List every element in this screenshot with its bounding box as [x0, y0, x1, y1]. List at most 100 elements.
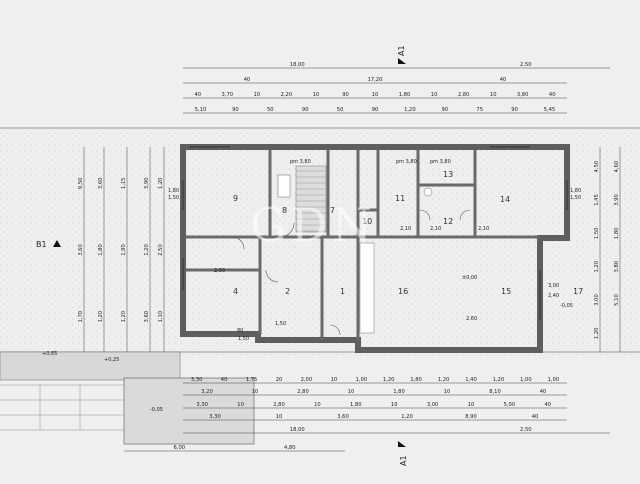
dim-bottom-row4-1: 10: [276, 414, 283, 420]
label-win2b: 1,50: [570, 195, 581, 201]
windows: [182, 146, 568, 320]
label-d7: 2,40: [548, 293, 559, 299]
watermark-logo: GDN: [250, 198, 376, 252]
level-patio: -0,05: [150, 407, 163, 413]
dim-bottom-row1-11: 1,20: [493, 377, 505, 383]
side-dimension-lines: [83, 147, 621, 352]
label-d3: 2,10: [478, 226, 489, 232]
dim-bottom-row2-1: 10: [252, 389, 259, 395]
dim-right-3: 3,90: [614, 194, 620, 206]
label-d8: 2,60: [466, 316, 477, 322]
label-win1: 1,80: [168, 188, 179, 194]
dim-right-0: 4,50: [594, 161, 600, 173]
dim-bottom-row5-0: 18,00: [290, 427, 305, 433]
dim-top-row3-4: 10: [313, 92, 320, 98]
dim-right-4: 1,50: [594, 228, 600, 240]
room-13: 13: [443, 170, 453, 179]
label-win2: 1,80: [570, 188, 581, 194]
dim-bottom-row1-9: 1,20: [438, 377, 450, 383]
room-7: 7: [330, 206, 335, 215]
room-2: 2: [285, 287, 290, 296]
room-14: 14: [500, 195, 510, 204]
room-16: 16: [398, 287, 408, 296]
dim-bottom-row4-5: 40: [532, 414, 539, 420]
dim-right-9: 5,10: [614, 294, 620, 306]
dim-left-12: 1,20: [121, 311, 127, 323]
dim-right-6: 1,20: [594, 261, 600, 273]
section-marker-left-icon: [53, 240, 61, 247]
door-swings: [231, 209, 471, 336]
label-d5: 1,50: [238, 336, 249, 342]
dim-top-row1-0: 18,00: [290, 62, 305, 68]
dim-left-9: 2,50: [158, 244, 164, 256]
dim-bottom-row1-1: 40: [221, 377, 228, 383]
dim-right-2: 1,45: [594, 194, 600, 206]
dim-bottom-row3-3: 10: [314, 402, 321, 408]
dim-bottom-row4-4: 8,90: [465, 414, 477, 420]
dim-left-11: 1,20: [98, 311, 104, 323]
room-9: 9: [233, 194, 238, 203]
dim-bottom-row3-2: 2,80: [273, 402, 285, 408]
dim-right-5: 1,80: [614, 228, 620, 240]
toilet: [423, 187, 433, 197]
room-12: 12: [443, 217, 453, 226]
dim-bottom-row3-1: 10: [237, 402, 244, 408]
dim-bottom-row3-6: 3,00: [427, 402, 439, 408]
dim-top-row2-1: 17,20: [368, 77, 383, 83]
room-15: 15: [501, 287, 511, 296]
dim-bottom-row2-4: 1,80: [393, 389, 405, 395]
dim-bottom-row4-3: 1,20: [401, 414, 413, 420]
dim-bottom-row2-6: 8,10: [489, 389, 501, 395]
dim-bottom-row5-1: 2,50: [520, 427, 532, 433]
dim-top-row3-5: 90: [342, 92, 349, 98]
dim-bottom-row3-9: 40: [544, 402, 551, 408]
dim-bottom-row2-0: 3,20: [201, 389, 213, 395]
dim-bottom-row1-13: 1,00: [548, 377, 560, 383]
dim-bottom-row1-2: 1,75: [246, 377, 258, 383]
room-8: 8: [282, 206, 287, 215]
dim-bottom-row3-7: 10: [468, 402, 475, 408]
dim-left-6: 1,80: [98, 244, 104, 256]
room-17: 17: [573, 287, 583, 296]
label-pm-b: pm 3,80: [396, 159, 417, 165]
dim-right-10: 1,20: [594, 328, 600, 340]
dim-top-row4-1: 90: [232, 107, 239, 113]
label-d9: 1,50: [275, 321, 286, 327]
level-terrace: -0,05: [560, 303, 573, 309]
dim-top-row3-0: 40: [194, 92, 201, 98]
dim-top-row3-8: 10: [431, 92, 438, 98]
room-1: 1: [340, 287, 345, 296]
top-dimension-lines: [183, 67, 610, 114]
dim-bottom-row2-3: 10: [348, 389, 355, 395]
dim-left-10: 1,70: [78, 311, 84, 323]
label-d2: 2,10: [430, 226, 441, 232]
kitchen-counter: [359, 242, 375, 334]
level-plus-2: +0,65: [42, 351, 57, 357]
level-main: ±0,00: [462, 275, 477, 281]
room-4: 4: [233, 287, 238, 296]
dim-top-row3-12: 40: [549, 92, 556, 98]
dim-top-row3-3: 2,20: [281, 92, 293, 98]
dim-top-row4-9: 90: [511, 107, 518, 113]
dim-top-row2-0: 40: [244, 77, 251, 83]
dim-left-5: 3,60: [78, 244, 84, 256]
dim-bottom-row1-0: 3,30: [191, 377, 203, 383]
dim-top-row3-10: 10: [490, 92, 497, 98]
dim-bottom-row3-4: 1,80: [350, 402, 362, 408]
dim-top-row3-1: 3,70: [222, 92, 234, 98]
dim-bottom-row1-7: 1,20: [383, 377, 395, 383]
label-d10: 80: [237, 328, 243, 334]
label-pm-a: pm 3,80: [290, 159, 311, 165]
dim-top-row4-3: 90: [302, 107, 309, 113]
dim-top-row3-9: 2,80: [458, 92, 470, 98]
dim-bottom-row1-5: 10: [331, 377, 338, 383]
dim-top-row3-6: 10: [372, 92, 379, 98]
bathtub: [277, 174, 291, 198]
dim-bottom-row2-2: 2,80: [297, 389, 309, 395]
dim-top-row4-8: 75: [476, 107, 483, 113]
terrace-stripes: [0, 384, 124, 431]
dim-top-row3-2: 10: [253, 92, 260, 98]
terrace: [0, 351, 181, 381]
